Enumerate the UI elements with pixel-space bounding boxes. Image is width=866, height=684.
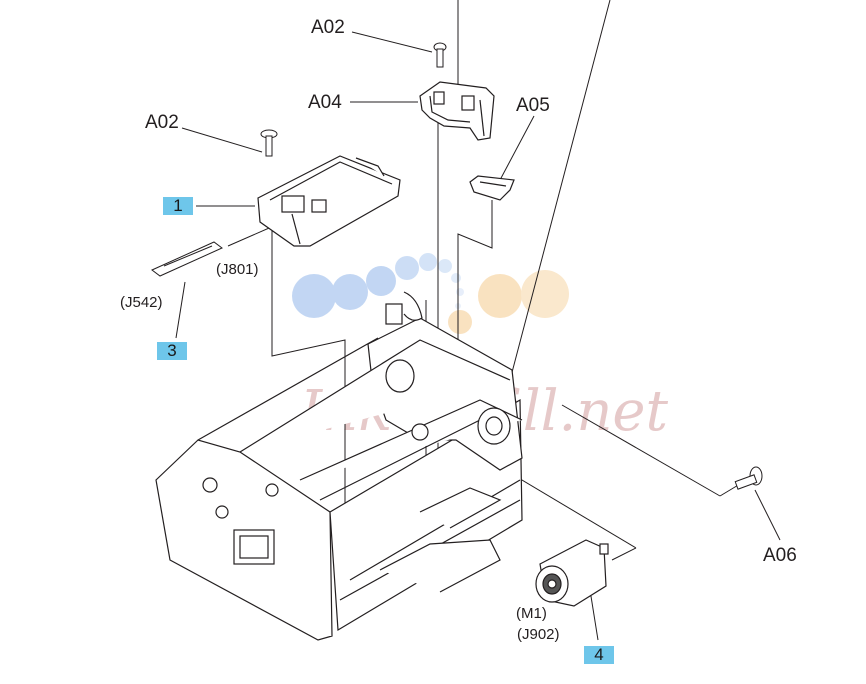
callout-1: 1 bbox=[163, 197, 193, 215]
screw-a02-left bbox=[260, 129, 278, 157]
label-j801: (J801) bbox=[216, 261, 259, 278]
screw-a02-top bbox=[433, 42, 447, 68]
control-panel-assembly bbox=[257, 155, 401, 247]
label-j542: (J542) bbox=[120, 294, 163, 311]
motor-m1 bbox=[535, 539, 609, 607]
main-chassis bbox=[155, 291, 523, 641]
bracket-a04 bbox=[419, 81, 495, 141]
label-j902: (J902) bbox=[517, 626, 560, 643]
label-a05: A05 bbox=[516, 95, 550, 116]
screw-a06 bbox=[734, 466, 763, 490]
label-a06: A06 bbox=[763, 545, 797, 566]
label-a02-top: A02 bbox=[311, 17, 345, 38]
callout-4: 4 bbox=[584, 646, 614, 664]
clip-a05 bbox=[469, 175, 515, 201]
callout-3: 3 bbox=[157, 342, 187, 360]
label-m1: (M1) bbox=[516, 605, 547, 622]
watermark-logo bbox=[292, 253, 569, 334]
flat-cable bbox=[151, 241, 223, 277]
label-a02-left: A02 bbox=[145, 112, 179, 133]
label-a04: A04 bbox=[308, 92, 342, 113]
